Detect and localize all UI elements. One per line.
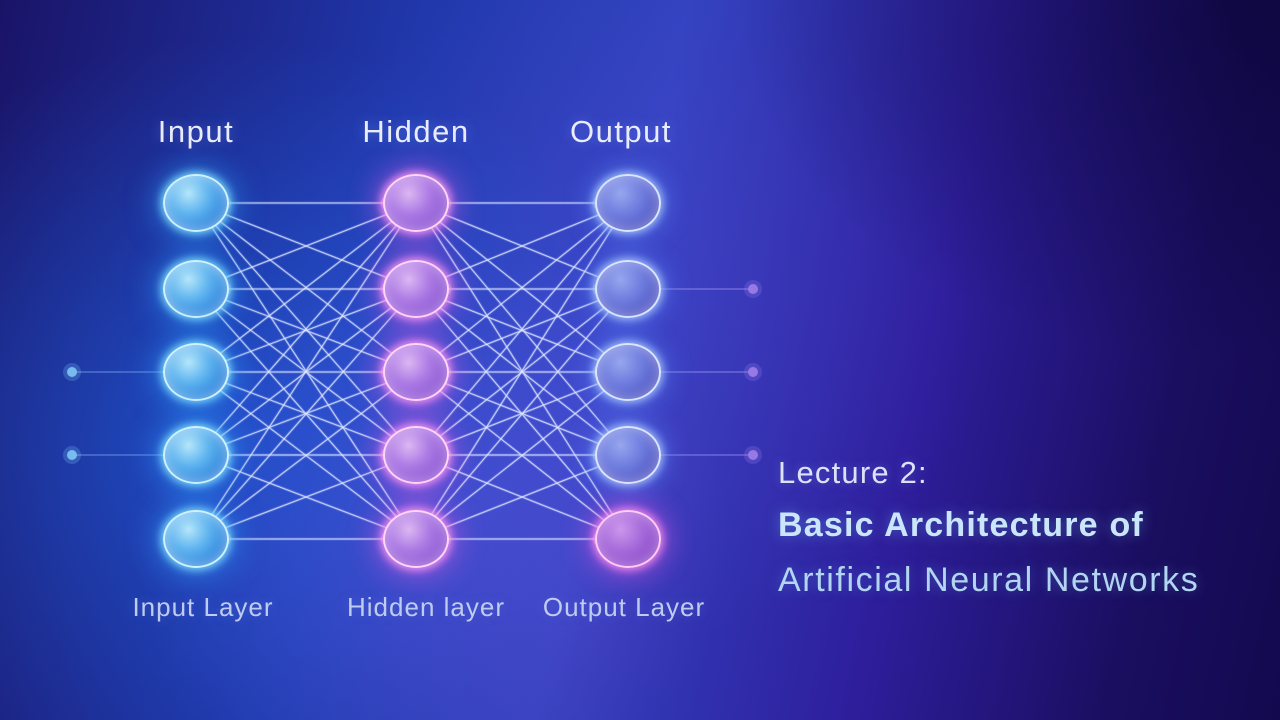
connection-line [195,371,417,540]
output-node-5 [595,510,661,568]
right-output-dot [748,367,758,377]
layer-title-input: Input [157,114,235,149]
input-node-2 [163,260,229,318]
output-node-2 [595,260,661,318]
hidden-node-4 [383,426,449,484]
connection-line [195,288,417,540]
connection-line [195,202,417,290]
left-input-dot [67,450,77,460]
hidden-node-1 [383,174,449,232]
input-node-4 [163,426,229,484]
hidden-node-3 [383,343,449,401]
layer-title-hidden: Hidden [362,114,470,149]
lecture-title-main: Basic Architecture of [778,506,1144,544]
hidden-node-5 [383,510,449,568]
connection-line [415,371,629,540]
connection-line [415,202,629,540]
connection-line [415,454,629,540]
output-node-1 [595,174,661,232]
connection-line [195,202,417,540]
lecture-number: Lecture 2: [778,455,928,490]
layer-caption-output: Output Layer [542,592,706,622]
connection-line [415,288,629,373]
connection-line [195,202,417,373]
connection-line [415,202,629,290]
lecture-title-sub: Artificial Neural Networks [778,561,1200,599]
output-node-4 [595,426,661,484]
connection-line [195,454,417,540]
connection-line [195,288,417,373]
input-node-3 [163,343,229,401]
layer-caption-input: Input Layer [132,592,274,622]
hidden-node-2 [383,260,449,318]
connection-line [415,288,629,540]
left-input-dot [67,367,77,377]
connection-line [415,202,629,456]
connection-line [195,202,417,456]
input-node-5 [163,510,229,568]
right-output-dot [748,284,758,294]
layer-title-output: Output [569,114,673,149]
output-node-3 [595,343,661,401]
connection-line [415,202,629,373]
input-node-1 [163,174,229,232]
right-output-dot [748,450,758,460]
layer-caption-hidden: Hidden layer [347,592,505,622]
